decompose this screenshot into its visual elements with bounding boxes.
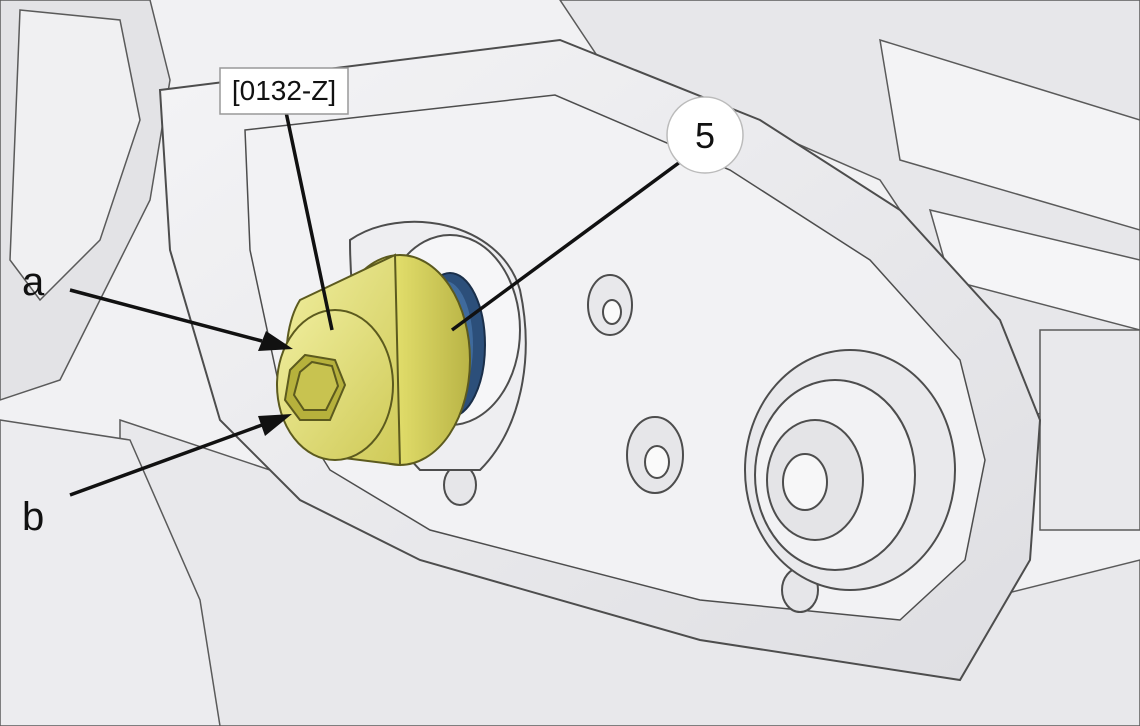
leader-tool xyxy=(284,111,334,331)
part-number-callout: 5 xyxy=(666,96,744,174)
label-a: a xyxy=(22,260,45,304)
second-hub xyxy=(744,349,956,591)
leader-a xyxy=(69,288,263,343)
tool-reference-callout: [0132-Z] xyxy=(219,67,349,115)
leader-b xyxy=(69,423,263,497)
arrowheads xyxy=(258,331,293,436)
label-b: b xyxy=(22,495,44,539)
leader-part-5 xyxy=(450,160,682,332)
leader-lines xyxy=(69,111,682,497)
arrowhead-a xyxy=(258,331,293,351)
part-number-label: 5 xyxy=(695,115,715,156)
tool-reference-label: [0132-Z] xyxy=(232,75,336,106)
arrowhead-b xyxy=(258,414,292,436)
locking-tool xyxy=(276,253,471,467)
